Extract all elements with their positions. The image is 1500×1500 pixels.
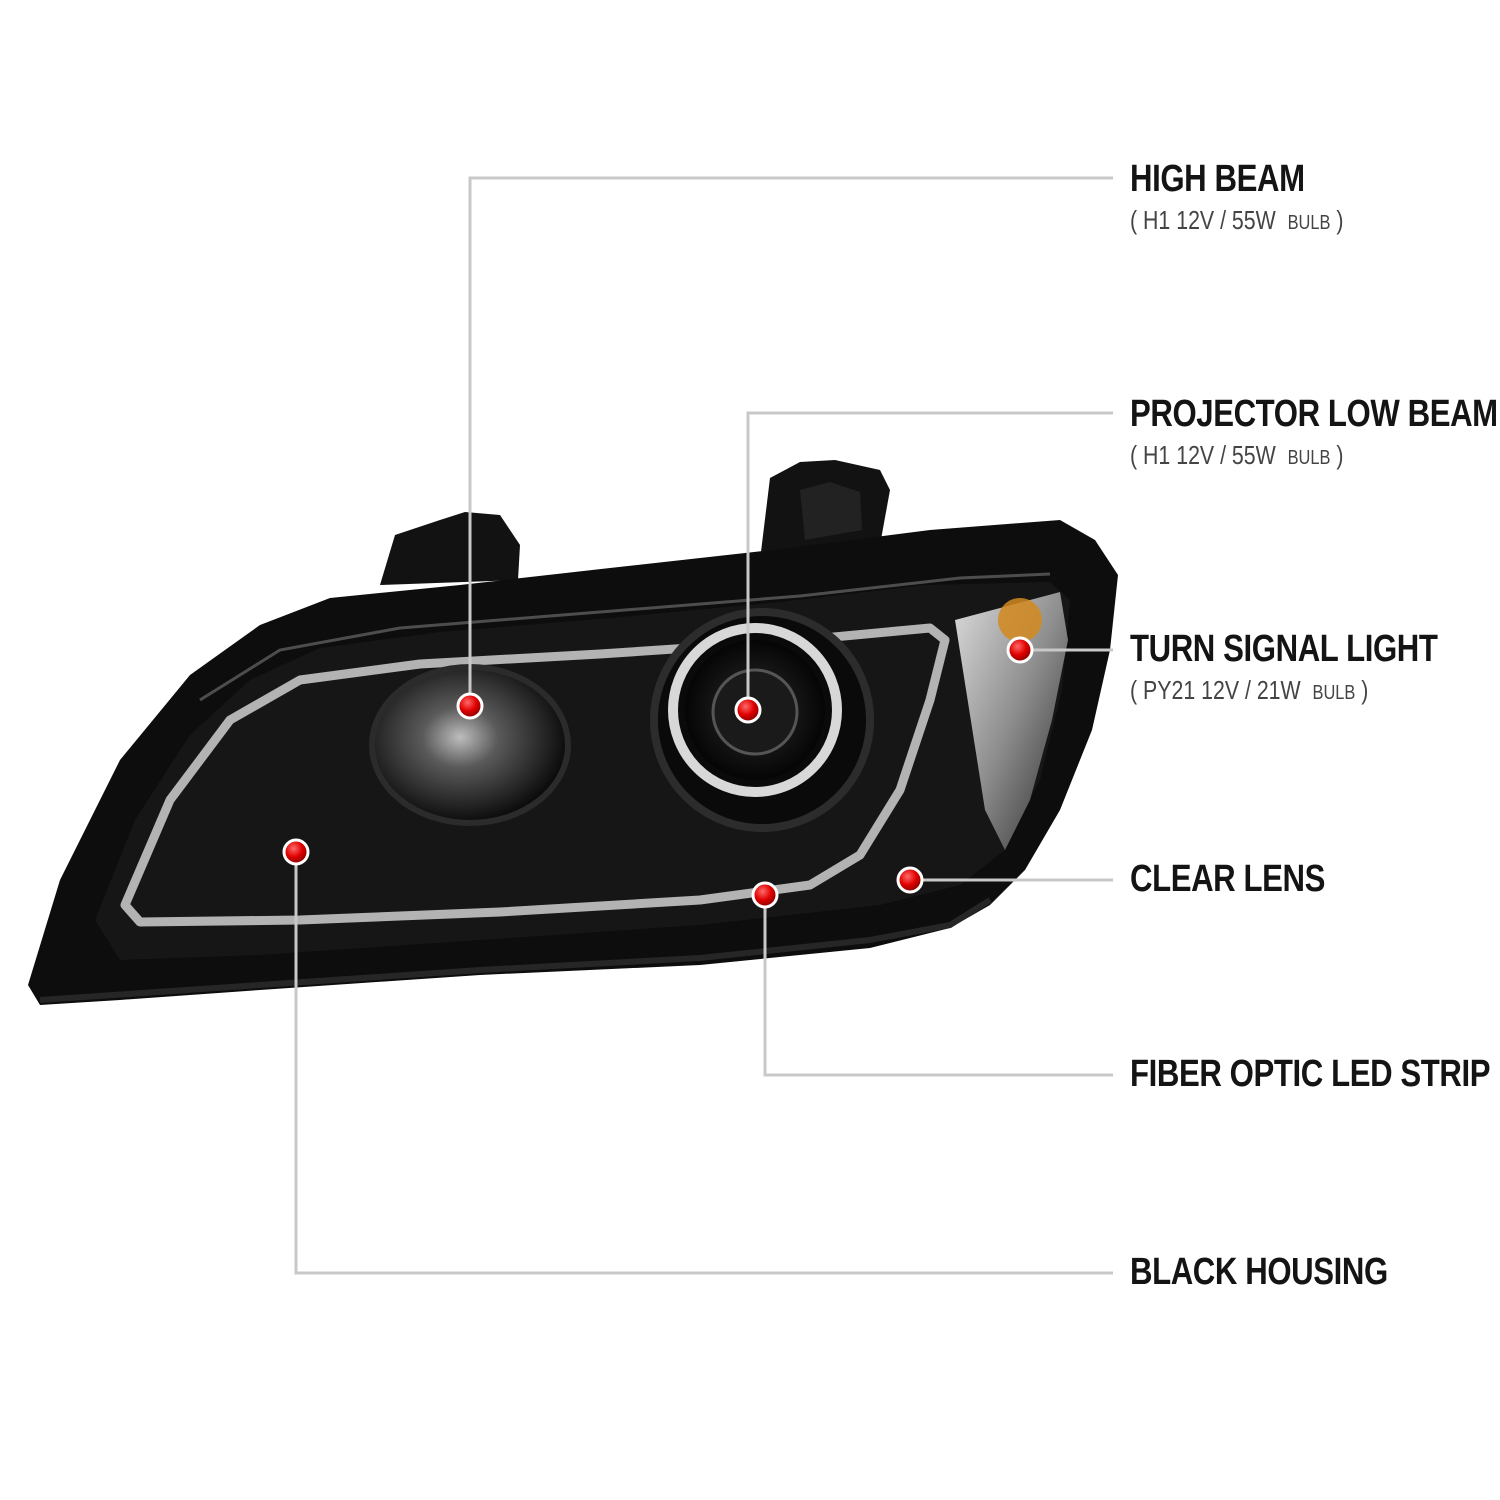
callout-title: PROJECTOR LOW BEAM (1130, 393, 1498, 435)
leader-black-housing (294, 852, 1113, 1275)
marker-black-housing (282, 838, 310, 866)
high-beam-reflector (372, 667, 568, 823)
callout-projector-low-beam: PROJECTOR LOW BEAM ( H1 12V / 55W BULB ) (1130, 393, 1500, 471)
leader-fiber-optic (763, 895, 1113, 1077)
callout-clear-lens: CLEAR LENS (1130, 858, 1368, 901)
callout-spec: ( H1 12V / 55W BULB ) (1130, 205, 1344, 235)
callout-spec-value: H1 12V / 55W (1143, 205, 1276, 235)
callout-bulb: BULB (1287, 447, 1331, 469)
leader-lines (294, 176, 1113, 1275)
callout-bulb: BULB (1287, 212, 1331, 234)
callout-spec: ( PY21 12V / 21W BULB ) (1130, 675, 1369, 705)
led-strip-shape (120, 623, 950, 927)
marker-projector-low-beam (734, 696, 762, 724)
callout-title: CLEAR LENS (1130, 858, 1325, 900)
marker-fiber-optic (751, 881, 779, 909)
marker-clear-lens (896, 866, 924, 894)
callout-title: TURN SIGNAL LIGHT (1130, 628, 1438, 670)
callout-title: FIBER OPTIC LED STRIP (1130, 1053, 1491, 1095)
mount-tab-left (380, 512, 520, 585)
callout-turn-signal-light: TURN SIGNAL LIGHT ( PY21 12V / 21W BULB … (1130, 628, 1500, 706)
callout-title: BLACK HOUSING (1130, 1251, 1388, 1293)
turn-signal-lens (955, 592, 1068, 850)
leader-high-beam (468, 176, 1113, 706)
marker-turn-signal (1006, 636, 1034, 664)
callout-spec: ( H1 12V / 55W BULB ) (1130, 440, 1344, 470)
markers (282, 636, 1034, 909)
marker-high-beam (456, 692, 484, 720)
callout-bulb: BULB (1312, 682, 1356, 704)
headlight-assembly (28, 460, 1118, 1005)
callout-fiber-optic-led-strip: FIBER OPTIC LED STRIP (1130, 1053, 1500, 1096)
callout-spec-value: H1 12V / 55W (1143, 440, 1276, 470)
callout-high-beam: HIGH BEAM ( H1 12V / 55W BULB ) (1130, 158, 1390, 236)
callout-spec-value: PY21 12V / 21W (1143, 675, 1301, 705)
callout-title: HIGH BEAM (1130, 158, 1305, 200)
callout-black-housing: BLACK HOUSING (1130, 1251, 1444, 1294)
leader-projector-low-beam (746, 411, 1113, 710)
